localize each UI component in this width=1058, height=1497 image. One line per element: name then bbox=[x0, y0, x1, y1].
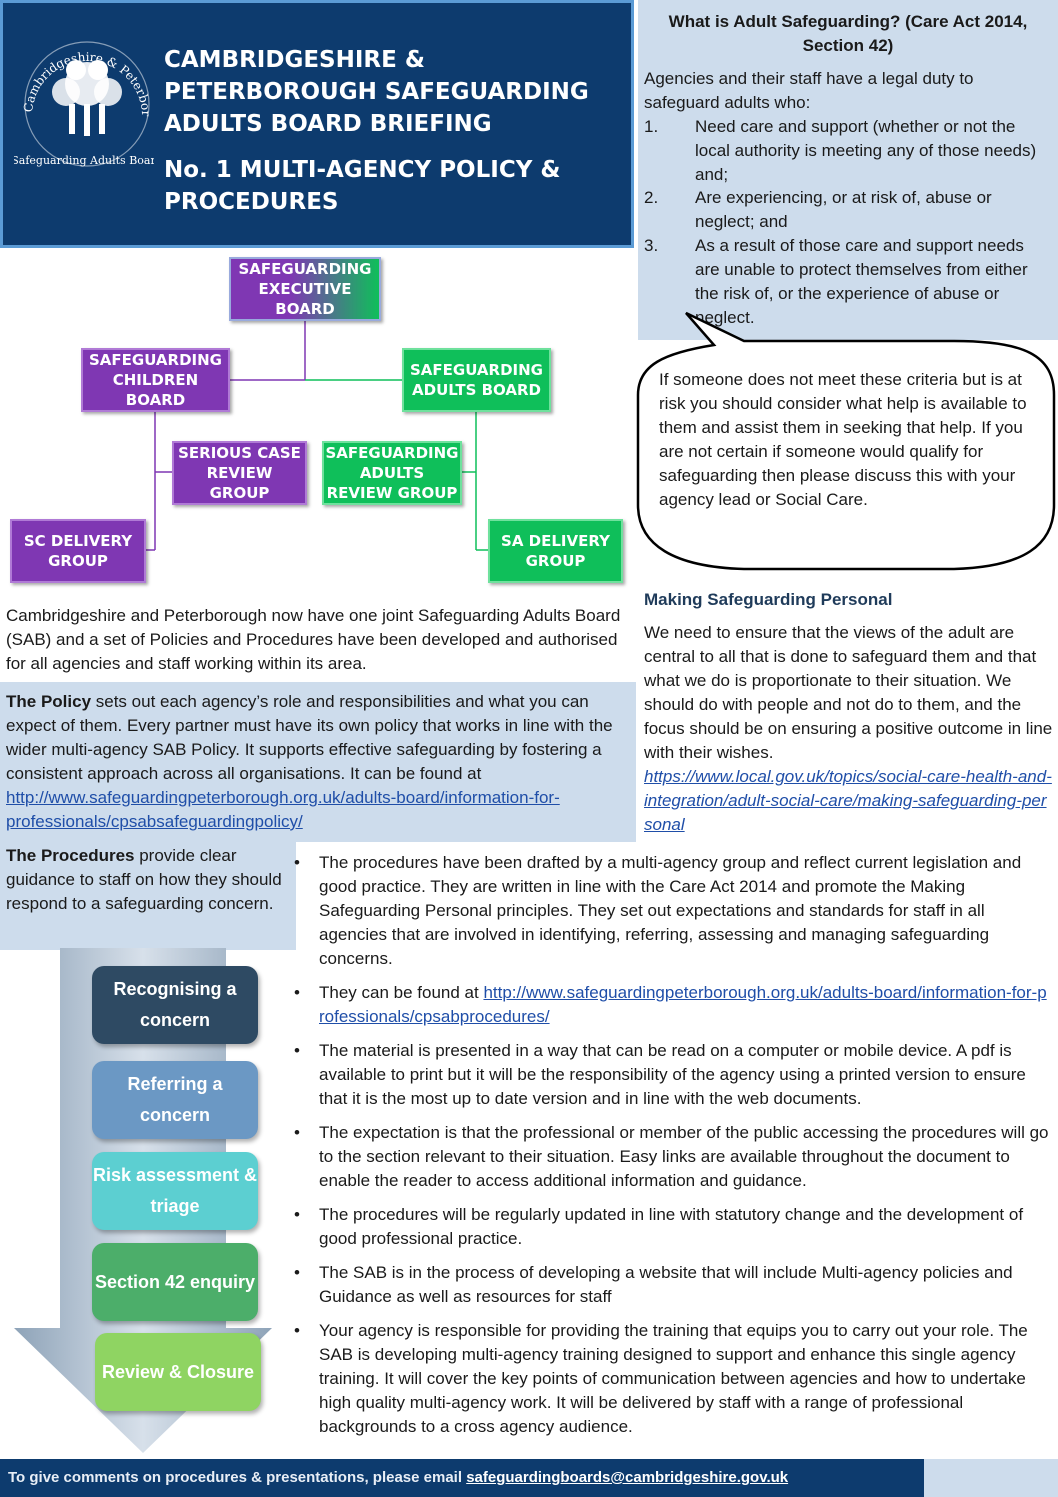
safeguarding-heading: What is Adult Safeguarding? (Care Act 20… bbox=[668, 12, 1028, 55]
list-item-text: They can be found at bbox=[319, 983, 484, 1002]
criterion-text: Are experiencing, or at risk of, abuse o… bbox=[695, 188, 992, 231]
criterion-text: Need care and support (whether or not th… bbox=[695, 117, 1037, 184]
list-item: They can be found at http://www.safeguar… bbox=[294, 981, 1052, 1029]
policy-box bbox=[0, 682, 636, 842]
policy-text: sets out each agency’s role and responsi… bbox=[6, 692, 613, 783]
org-sc-delivery: SC DELIVERY GROUP bbox=[10, 519, 146, 583]
step-review-closure: Review & Closure bbox=[95, 1333, 261, 1411]
policy-lead: The Policy bbox=[6, 692, 92, 711]
footer-label: To give comments on procedures & present… bbox=[8, 1469, 467, 1486]
step-label: Recognising a concern bbox=[113, 979, 237, 1030]
procedures-lead: The Procedures bbox=[6, 846, 135, 865]
footer-accent bbox=[924, 1459, 1058, 1497]
criterion-number: 2. bbox=[644, 188, 659, 207]
msp-link[interactable]: https://www.local.gov.uk/topics/social-c… bbox=[644, 767, 1052, 834]
step-label: Section 42 enquiry bbox=[94, 1271, 256, 1292]
intro-paragraph: Cambridgeshire and Peterborough now have… bbox=[6, 606, 621, 673]
list-item: The procedures will be regularly updated… bbox=[294, 1203, 1052, 1251]
bubble-text: If someone does not meet these criteria … bbox=[659, 370, 1027, 509]
speech-bubble bbox=[636, 311, 1056, 571]
step-risk-assessment: Risk assessment & triage bbox=[92, 1152, 258, 1230]
step-section-42: Section 42 enquiry bbox=[92, 1243, 258, 1321]
step-label: Risk assessment & triage bbox=[92, 1165, 258, 1216]
procedures-paragraph: The Procedures provide clear guidance to… bbox=[6, 844, 288, 916]
org-children-board: SAFEGUARDING CHILDREN BOARD bbox=[81, 348, 230, 412]
policy-link[interactable]: http://www.safeguardingpeterborough.org.… bbox=[6, 788, 560, 831]
procedures-bullet-list: The procedures have been drafted by a mu… bbox=[294, 851, 1052, 1449]
criterion-2: 2. Are experiencing, or at risk of, abus… bbox=[644, 186, 1050, 234]
procedures-text: provide clear guidance to staff on how t… bbox=[6, 846, 282, 913]
msp-heading: Making Safeguarding Personal bbox=[644, 590, 893, 609]
org-sa-delivery: SA DELIVERY GROUP bbox=[488, 519, 623, 583]
header-banner bbox=[0, 0, 634, 248]
msp-text: We need to ensure that the views of the … bbox=[644, 623, 1053, 762]
safeguarding-intro: Agencies and their staff have a legal du… bbox=[644, 69, 974, 112]
criterion-1: 1. Need care and support (whether or not… bbox=[644, 115, 1050, 187]
briefing-title: CAMBRIDGESHIRE & PETERBOROUGH SAFEGUARDI… bbox=[164, 47, 589, 137]
svg-text:Safeguarding Adults Board: Safeguarding Adults Board bbox=[14, 154, 154, 167]
safeguarding-definition-panel bbox=[638, 0, 1058, 340]
footer-email-link[interactable]: safeguardingboards@cambridgeshire.gov.uk bbox=[466, 1469, 789, 1486]
sab-logo: Cambridgeshire & Peterborough Safeguardi… bbox=[14, 24, 154, 167]
step-recognising: Recognising a concern bbox=[92, 966, 258, 1044]
org-chart-connectors bbox=[146, 320, 488, 551]
list-item: The SAB is in the process of developing … bbox=[294, 1261, 1052, 1309]
footer-bar bbox=[0, 1459, 924, 1497]
criterion-text: As a result of those care and support ne… bbox=[695, 236, 1028, 327]
procedures-link[interactable]: http://www.safeguardingpeterborough.org.… bbox=[319, 983, 1047, 1026]
briefing-subtitle: No. 1 MULTI-AGENCY POLICY & PROCEDURES bbox=[164, 157, 561, 215]
criterion-number: 1. bbox=[644, 117, 659, 136]
list-item: Your agency is responsible for providing… bbox=[294, 1319, 1052, 1439]
org-adults-review-group: SAFEGUARDING ADULTS REVIEW GROUP bbox=[322, 441, 462, 505]
org-executive-board: SAFEGUARDING EXECUTIVE BOARD bbox=[229, 257, 381, 321]
list-item: The material is presented in a way that … bbox=[294, 1039, 1052, 1111]
msp-paragraph: We need to ensure that the views of the … bbox=[644, 621, 1054, 837]
org-adults-board: SAFEGUARDING ADULTS BOARD bbox=[402, 348, 551, 412]
org-serious-case-review: SERIOUS CASE REVIEW GROUP bbox=[172, 441, 307, 505]
list-item: The expectation is that the professional… bbox=[294, 1121, 1052, 1193]
policy-paragraph: The Policy sets out each agency’s role a… bbox=[6, 690, 628, 834]
criterion-3: 3. As a result of those care and support… bbox=[644, 234, 1050, 330]
procedures-box bbox=[0, 842, 296, 950]
step-referring: Referring a concern bbox=[92, 1061, 258, 1139]
footer-text: To give comments on procedures & present… bbox=[8, 1468, 918, 1488]
step-label: Review & Closure bbox=[101, 1361, 255, 1382]
step-label: Referring a concern bbox=[127, 1074, 223, 1125]
list-item: The procedures have been drafted by a mu… bbox=[294, 851, 1052, 971]
criterion-number: 3. bbox=[644, 236, 659, 255]
